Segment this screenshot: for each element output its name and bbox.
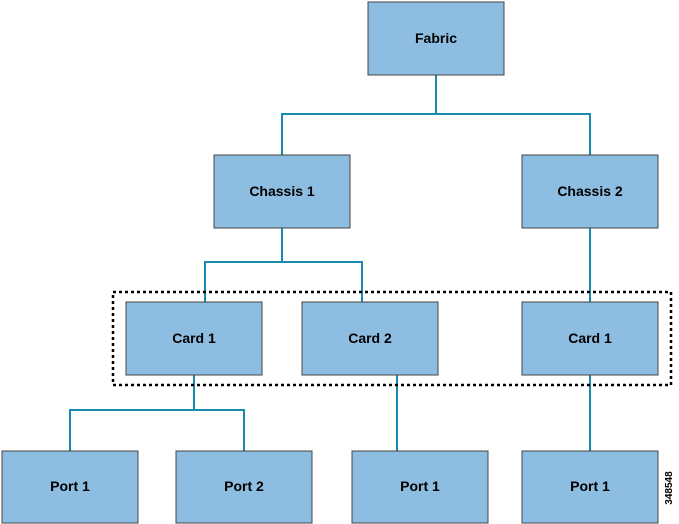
node-card1-port-2: Port 2 [175,450,313,524]
node-chassis-2: Chassis 2 [521,154,659,229]
node-fabric: Fabric [367,1,505,76]
node-chassis2-card-1-label: Card 1 [568,330,612,346]
node-card1-port-2-label: Port 2 [224,478,264,494]
node-card2-port-1: Port 1 [351,450,489,524]
node-chassis1-card-2-label: Card 2 [348,330,392,346]
node-chassis1-card-2: Card 2 [301,301,439,376]
connector-chassis1-cards [204,261,363,302]
connector-fabric-chassis [281,113,591,155]
node-fabric-label: Fabric [415,30,457,46]
node-chassis-1: Chassis 1 [213,154,351,229]
node-chassis1-card-1-label: Card 1 [172,330,216,346]
node-chassis2-card1-port-1-label: Port 1 [570,478,610,494]
node-chassis2-card1-port-1: Port 1 [521,450,659,524]
node-chassis-1-label: Chassis 1 [249,183,315,199]
node-card1-port-1-label: Port 1 [50,478,90,494]
node-chassis2-card-1: Card 1 [521,301,659,376]
figure-id: 348548 [664,471,675,505]
node-card1-port-1: Port 1 [1,450,139,524]
connector-card1-ports [69,409,245,451]
node-card2-port-1-label: Port 1 [400,478,440,494]
card-level-group [111,290,673,387]
node-chassis-2-label: Chassis 2 [557,183,623,199]
connectors [69,75,591,451]
node-chassis1-card-1: Card 1 [125,301,263,376]
